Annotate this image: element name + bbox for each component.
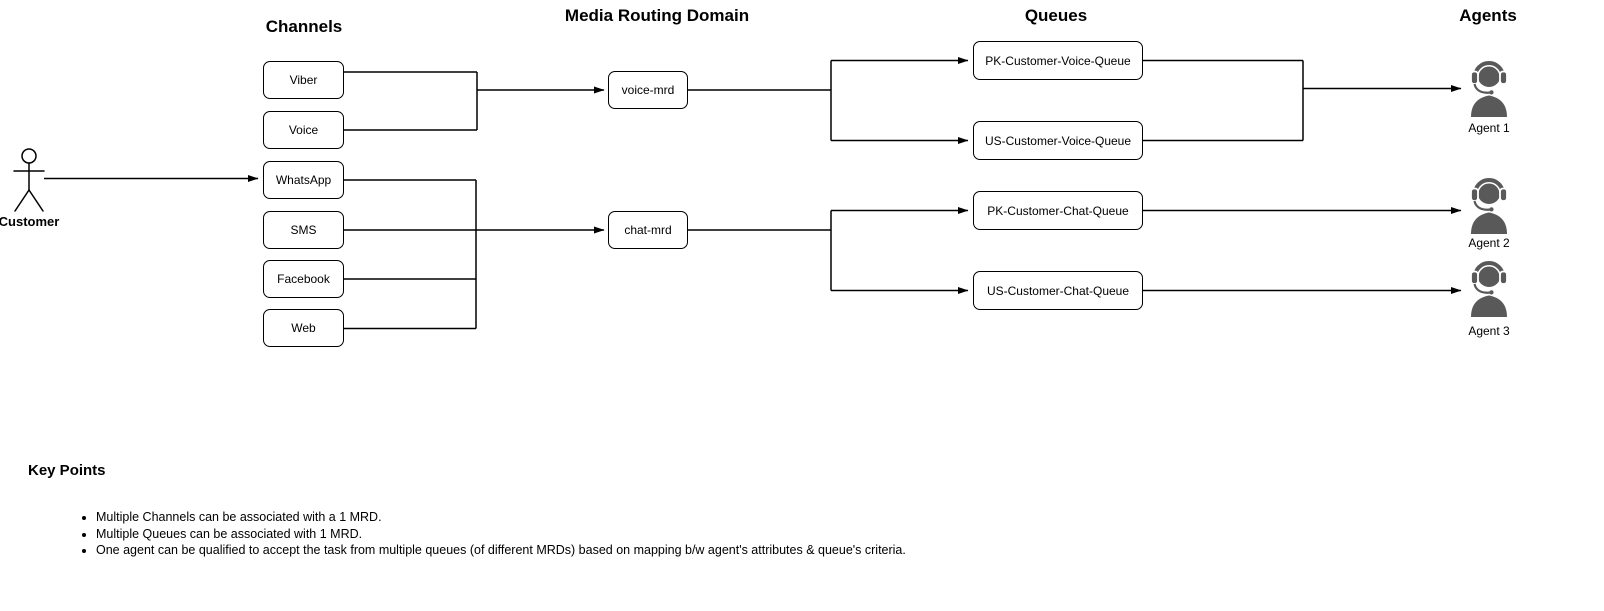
queue-node-pk-chat: PK-Customer-Chat-Queue bbox=[973, 191, 1143, 230]
channel-node-voice: Voice bbox=[263, 111, 344, 149]
customer-figure-icon bbox=[13, 148, 45, 212]
channel-node-facebook: Facebook bbox=[263, 260, 344, 298]
channel-node-viber: Viber bbox=[263, 61, 344, 99]
channel-node-web: Web bbox=[263, 309, 344, 347]
mrd-node-voice: voice-mrd bbox=[608, 71, 688, 109]
key-point-item: Multiple Queues can be associated with 1… bbox=[96, 526, 1568, 543]
key-point-item: One agent can be qualified to accept the… bbox=[96, 542, 1568, 559]
key-points-list: Multiple Channels can be associated with… bbox=[28, 509, 1568, 559]
mrd-node-chat: chat-mrd bbox=[608, 211, 688, 249]
key-point-item: Multiple Channels can be associated with… bbox=[96, 509, 1568, 526]
agent3-label: Agent 3 bbox=[1468, 324, 1510, 338]
customer-label: Customer bbox=[0, 214, 60, 229]
header-queues: Queues bbox=[1024, 6, 1088, 25]
agent2-label: Agent 2 bbox=[1468, 236, 1510, 250]
channel-node-whatsapp: WhatsApp bbox=[263, 161, 344, 199]
agent3-headset-icon bbox=[1471, 263, 1507, 317]
key-points-section: Key Points Multiple Channels can be asso… bbox=[28, 462, 1568, 559]
queue-node-us-voice: US-Customer-Voice-Queue bbox=[973, 121, 1143, 160]
key-points-title: Key Points bbox=[28, 462, 106, 479]
header-channels: Channels bbox=[265, 17, 343, 36]
header-media-routing-domain: Media Routing Domain bbox=[564, 6, 750, 25]
header-agents: Agents bbox=[1459, 6, 1517, 25]
agent2-headset-icon bbox=[1471, 180, 1507, 234]
queue-node-us-chat: US-Customer-Chat-Queue bbox=[973, 271, 1143, 310]
agent1-label: Agent 1 bbox=[1468, 121, 1510, 135]
agent1-headset-icon bbox=[1471, 63, 1507, 117]
queue-node-pk-voice: PK-Customer-Voice-Queue bbox=[973, 41, 1143, 80]
channel-node-sms: SMS bbox=[263, 211, 344, 249]
